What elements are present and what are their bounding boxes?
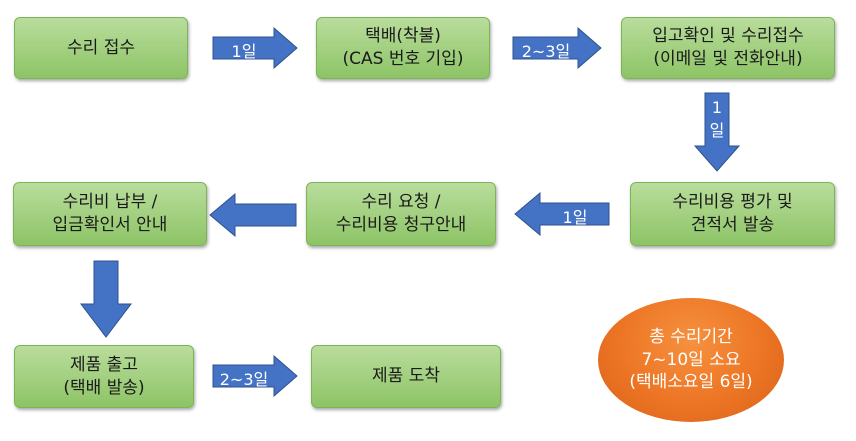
duration-label: 1 일 (709, 98, 725, 141)
step-courier-collect: 택배(착불) (CAS 번호 기입) (316, 17, 490, 79)
step-repair-intake: 수리 접수 (14, 17, 188, 79)
right-arrow-icon (212, 27, 298, 69)
left-arrow-icon (514, 192, 610, 236)
step-payment: 수리비 납부 / 입금확인서 안내 (13, 182, 207, 246)
step-cost-estimate: 수리비용 평가 및 견적서 발송 (630, 182, 835, 246)
arrow-estimate-to-request: 1일 (514, 192, 610, 236)
arrow-receipt-to-estimate: 1 일 (694, 92, 740, 172)
arrow-courier-to-receipt: 2~3일 (512, 27, 602, 69)
duration-label: 1일 (231, 42, 257, 61)
right-arrow-icon (212, 355, 298, 397)
step-repair-request: 수리 요청 / 수리비용 청구안내 (306, 182, 496, 246)
arrow-request-to-payment (209, 193, 297, 237)
step-product-ship: 제품 출고 (택배 발송) (14, 345, 194, 408)
down-arrow-icon (80, 260, 132, 338)
duration-label: 1일 (562, 208, 588, 227)
duration-label: 2~3일 (521, 42, 571, 61)
arrow-payment-to-ship (80, 260, 132, 338)
total-duration-badge: 총 수리기간 7~10일 소요 (택배소요일 6일) (598, 298, 784, 422)
right-arrow-icon (512, 27, 602, 69)
arrow-ship-to-arrival: 2~3일 (212, 355, 298, 397)
duration-label: 2~3일 (219, 370, 269, 389)
left-arrow-icon (209, 193, 297, 237)
down-arrow-icon (694, 92, 740, 172)
arrow-intake-to-courier: 1일 (212, 27, 298, 69)
step-receipt-confirm: 입고확인 및 수리접수 (이메일 및 전화안내) (621, 17, 835, 79)
step-product-arrival: 제품 도착 (311, 345, 501, 408)
